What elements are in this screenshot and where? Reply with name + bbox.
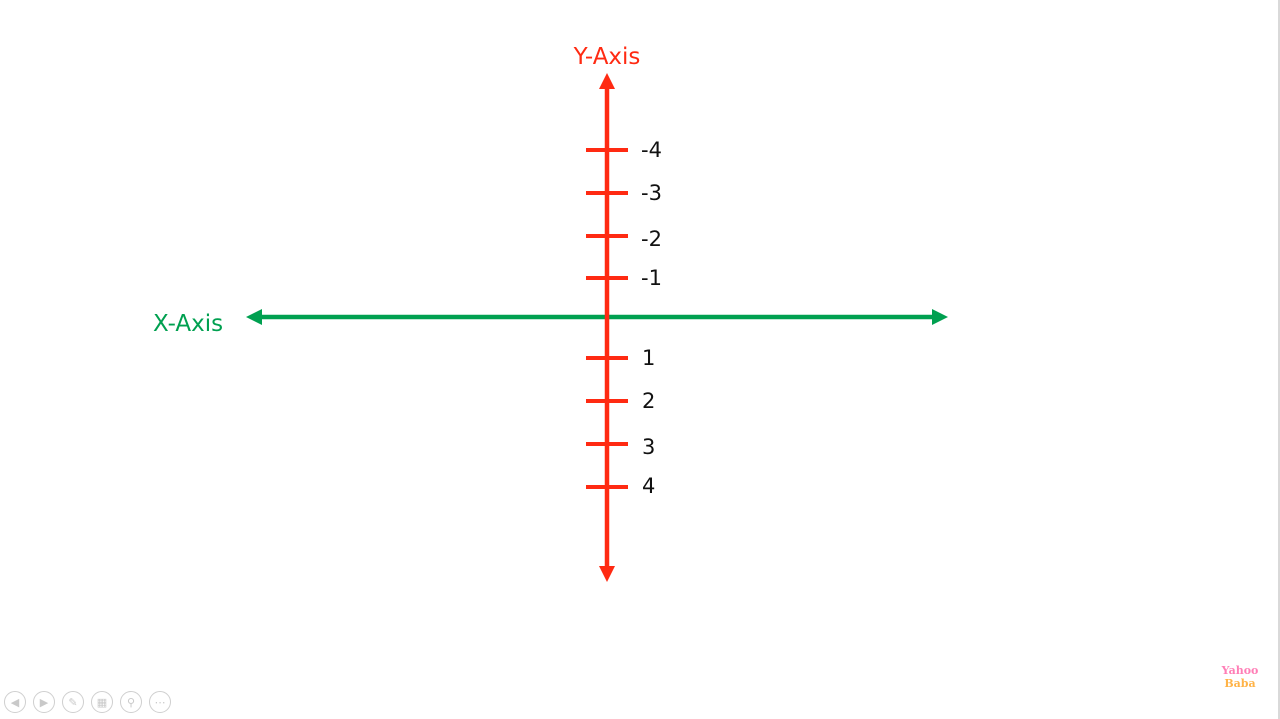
y-tick-label: -3 <box>641 181 662 205</box>
y-tick-label: 2 <box>642 389 655 413</box>
previous-slide-icon[interactable]: ◀ <box>4 691 26 713</box>
x-axis-right-arrowhead <box>932 309 948 325</box>
pen-icon[interactable]: ✎ <box>62 691 84 713</box>
watermark-line2: Baba <box>1224 677 1256 690</box>
x-axis-left-arrowhead <box>246 309 262 325</box>
x-axis-label: X-Axis <box>153 311 223 337</box>
x-axis-arrow <box>246 309 948 325</box>
presentation-toolbar: ◀ ▶ ✎ ▦ ⚲ ⋯ <box>4 691 171 715</box>
y-axis-top-arrowhead <box>599 73 615 89</box>
next-slide-icon[interactable]: ▶ <box>33 691 55 713</box>
watermark-line1: Yahoo <box>1221 664 1259 677</box>
y-tick-label: -1 <box>641 266 662 290</box>
more-options-icon[interactable]: ⋯ <box>149 691 171 713</box>
y-tick-label: -2 <box>641 227 662 251</box>
y-axis-ticks: -4 -3 -2 -1 1 2 3 4 <box>586 138 662 498</box>
zoom-icon[interactable]: ⚲ <box>120 691 142 713</box>
y-axis-arrow <box>599 73 615 582</box>
y-tick-label: 4 <box>642 474 655 498</box>
y-tick-label: -4 <box>641 138 662 162</box>
y-tick-label: 1 <box>642 346 655 370</box>
slides-grid-icon[interactable]: ▦ <box>91 691 113 713</box>
frame-edge <box>1278 0 1280 719</box>
yahoo-baba-watermark-logo: Yahoo Baba <box>1219 664 1261 692</box>
y-axis-bottom-arrowhead <box>599 566 615 582</box>
y-axis-label: Y-Axis <box>573 44 641 70</box>
y-tick-label: 3 <box>642 435 655 459</box>
